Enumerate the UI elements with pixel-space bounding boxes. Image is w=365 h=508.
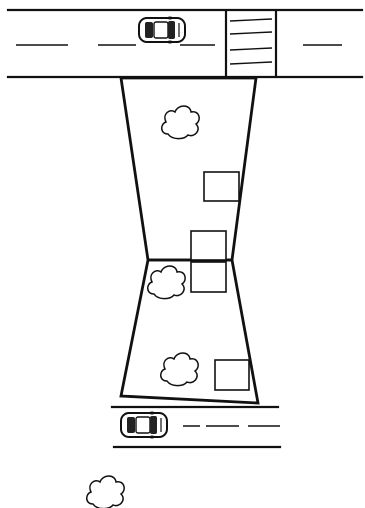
crossing-stripe [229, 47, 273, 51]
box-2 [190, 230, 227, 261]
upper-road [6, 8, 364, 79]
car-windshield [150, 416, 157, 434]
car-rear-window [127, 417, 135, 433]
car-mirror [167, 40, 173, 44]
pedestrian-crossing [224, 10, 278, 78]
crossing-stripe [229, 61, 273, 65]
car-roof [135, 416, 151, 434]
box-3 [190, 261, 227, 293]
car-mirror [167, 16, 173, 20]
plot-upper-section [119, 76, 258, 262]
car-icon [120, 411, 168, 439]
car-icon [138, 16, 186, 44]
bush-icon [147, 265, 186, 300]
lower-road [110, 405, 282, 449]
bush-icon [161, 105, 200, 140]
car-roof [153, 21, 169, 39]
bush-2 [147, 265, 186, 300]
crossing-stripe [229, 18, 273, 22]
boxes [190, 171, 250, 391]
box-1 [203, 171, 240, 202]
bush-3 [160, 352, 199, 387]
bush-4 [86, 475, 125, 508]
car-rear-window [145, 22, 153, 38]
bush-1 [161, 105, 200, 140]
crossing-stripe [229, 31, 273, 35]
car-mirror [149, 435, 155, 439]
bush-icon [86, 475, 125, 508]
car-windshield [168, 21, 175, 39]
box-4 [214, 359, 250, 391]
car-mirror [149, 411, 155, 415]
bush-icon [160, 352, 199, 387]
